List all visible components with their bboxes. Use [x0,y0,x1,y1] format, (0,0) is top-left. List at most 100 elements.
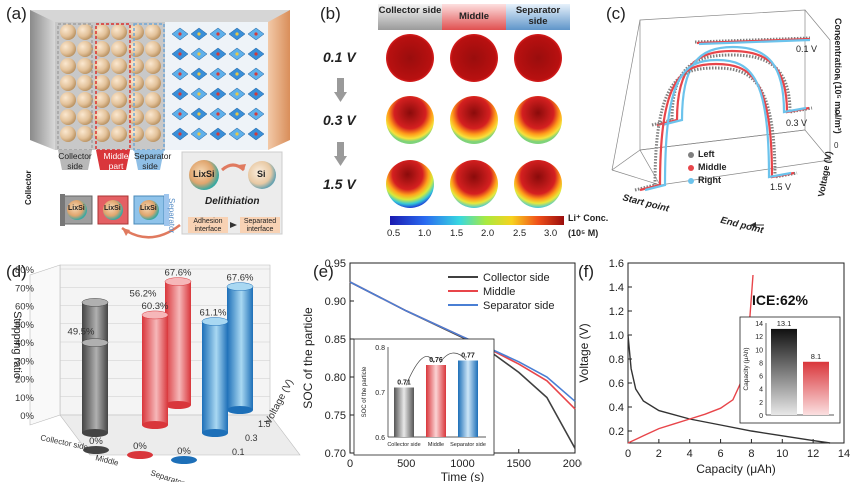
d-voltage-tick: 0.1 [232,447,245,457]
panel-label-c: (c) [606,4,626,23]
separator-label: Separator [167,198,176,234]
inset-ytick: 14 [755,321,763,328]
c-curves [634,36,813,192]
atom [216,32,220,36]
xtick-label: 4 [687,448,693,460]
bar [202,321,228,433]
particle [94,126,110,142]
panel-label-d: (d) [6,262,27,281]
atom [235,52,239,56]
c-voltage-0.1: 0.1 V [796,44,818,54]
particle [77,92,93,108]
xtick-label: 0 [625,448,631,460]
d-category-label: Separator side [149,468,202,482]
bar-base [165,401,191,409]
particle [94,109,110,125]
bar-disc [127,451,153,459]
f-xlabel: Capacity (μAh) [696,462,776,476]
atom [235,92,239,96]
bar-value-label: 61.1% [200,307,227,318]
inset-bar [394,387,414,437]
inset-ytick: 12 [755,334,763,341]
particle [77,24,93,40]
particle [77,58,93,74]
atom [197,92,201,96]
xtick-label: 6 [718,448,724,460]
inset-ylabel: SOC of the particle [362,366,368,417]
xtick-label: 0 [347,458,353,470]
d-ylabel: Stripping ratio [11,311,23,379]
particle [77,109,93,125]
particle [60,92,76,108]
atom [235,112,239,116]
particle [128,58,144,74]
particle [111,92,127,108]
atom [254,132,258,136]
legend-label: Middle [483,286,515,298]
panel-e-soc-chart: 05001000150020000.700.750.800.850.900.95… [301,258,582,482]
bar-disc [83,446,109,454]
legend-label: Collector side [483,272,550,284]
f-series-line [627,274,754,444]
particle [60,24,76,40]
c-legend-middle: Middle [698,162,727,172]
bar [227,286,253,410]
inset-ytick: 0 [759,413,763,420]
interface-left-label: Adhesion interface [193,218,223,233]
particle-right-label: Si [257,169,266,179]
e-xlabel: Time (s) [441,470,485,482]
particle [77,126,93,142]
col-label-collector: Collector side [58,151,92,171]
bar-base [227,406,253,414]
atom [197,52,201,56]
particle [145,41,161,57]
ytick-label: 1.6 [609,258,624,270]
svg-text:2: 2 [834,73,839,82]
ytick: 10% [15,393,35,404]
inset-ylabel: Capacity (μAh) [743,347,750,390]
row-label-0.3v: 0.3 V [323,112,356,128]
concentration-curve [634,66,798,192]
panel-label-b: (b) [320,4,341,23]
bar [82,342,108,433]
xtick-label: 1000 [450,458,474,470]
xtick-label: 500 [397,458,415,470]
bar-value-label: 0% [133,441,147,452]
header-middle: Middle [458,11,490,22]
particle [111,126,127,142]
bar-top [141,310,169,320]
row-label-0.1v: 0.1 V [323,49,356,65]
ytick: 70% [15,283,35,294]
svg-text:3: 3 [834,33,839,42]
bar-top [81,298,109,307]
cbar-tick: 3.0 [544,228,558,239]
d-voltage-tick: 1.5 [258,419,271,429]
bar-top [226,282,254,291]
particle-left-label: LixSi [193,169,215,179]
header-separator: Separator side [515,5,561,27]
atom [178,52,182,56]
particle [77,41,93,57]
inset-ytick: 10 [755,347,763,354]
inset-category: Collector side [387,442,420,448]
c-legend-left: Left [698,149,715,159]
atom [254,112,258,116]
atom [197,32,201,36]
atom [178,132,182,136]
si-particle [248,161,276,189]
interface-right-label: Separated interface [243,218,277,233]
bar-value-label: 67.6% [165,268,192,279]
atom [178,92,182,96]
cbar-tick: 1.5 [450,228,464,239]
cbar-tick: 2.5 [513,228,527,239]
particle [111,58,127,74]
particle [145,109,161,125]
ytick: 20% [15,375,35,386]
panel-label-e: (e) [313,262,334,281]
ytick-label: 0.95 [325,258,346,270]
particle [145,75,161,91]
atom [178,72,182,76]
ice-annotation: ICE:62% [752,292,809,308]
row-label-1.5v: 1.5 V [323,176,356,192]
inset-ytick: 2 [759,400,763,407]
